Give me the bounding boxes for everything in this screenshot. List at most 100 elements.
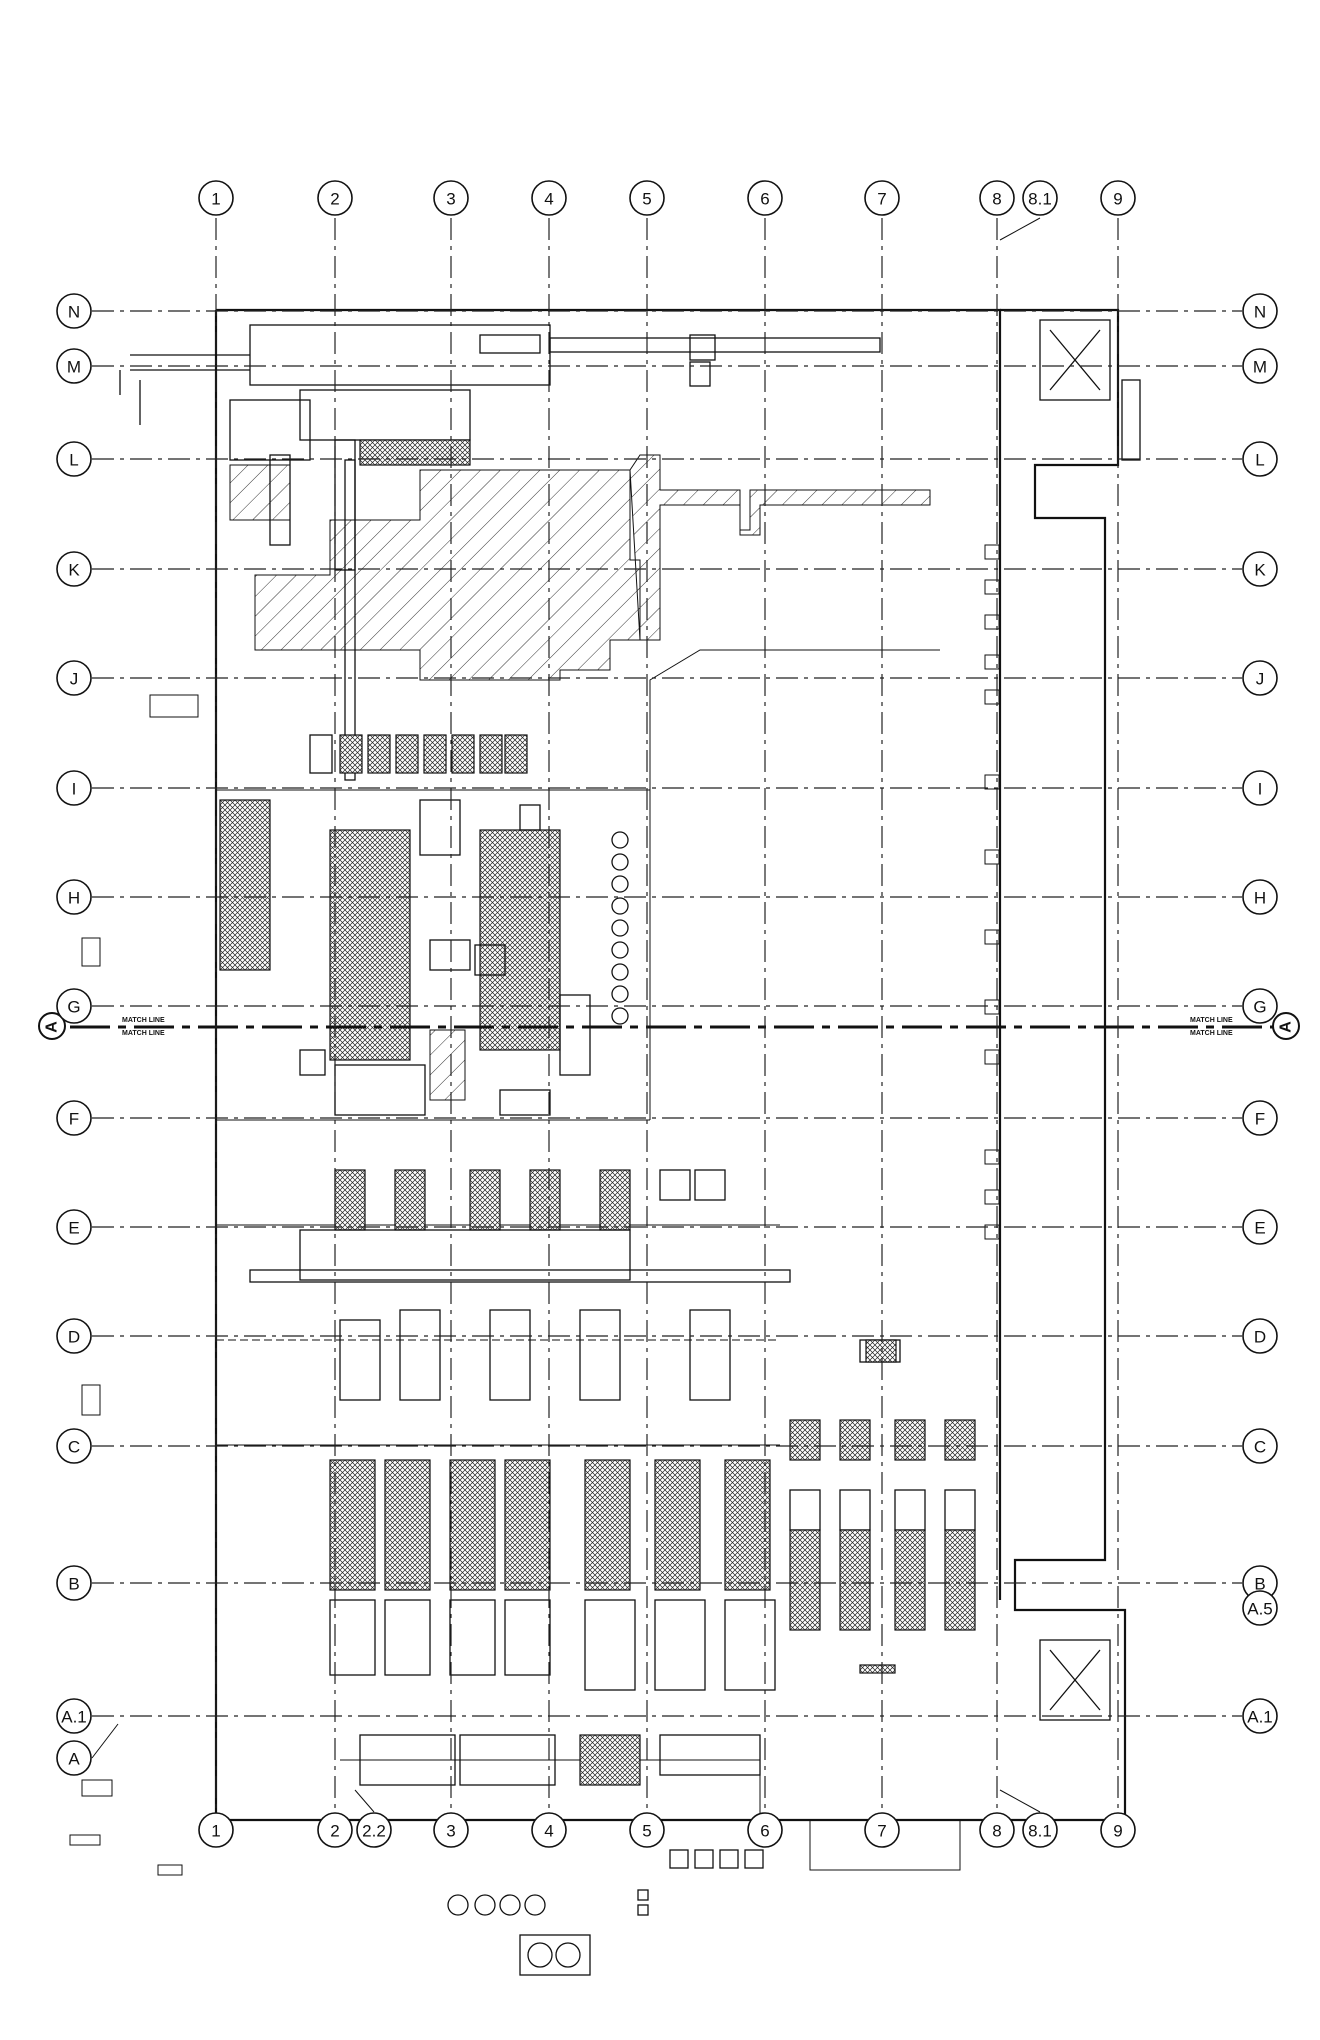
press-row-cb bbox=[329, 1339, 976, 1691]
col-bubble-top-3-label: 3 bbox=[446, 190, 455, 209]
row-bubble-right-M-label: M bbox=[1253, 358, 1267, 377]
row-bubble-right-A.1-label: A.1 bbox=[1247, 1708, 1273, 1727]
row-bubble-right-C-label: C bbox=[1254, 1438, 1266, 1457]
col-bubble-bottom-5: 5 bbox=[629, 1812, 665, 1848]
row-bubble-left-A.1: A.1 bbox=[56, 1698, 92, 1734]
col-bubble-top-1-label: 1 bbox=[211, 190, 220, 209]
col-bubble-top-1: 1 bbox=[198, 180, 234, 216]
match-line-label-right-2: MATCH LINE bbox=[1190, 1030, 1233, 1037]
col-bubble-top-9: 9 bbox=[1100, 180, 1136, 216]
col-bubble-bottom-4-label: 4 bbox=[544, 1822, 553, 1841]
process-cells-hg bbox=[219, 799, 629, 1116]
row-bubble-right-N: N bbox=[1242, 293, 1278, 329]
row-bubble-left-A: A bbox=[56, 1740, 92, 1776]
row-bubble-left-C-label: C bbox=[68, 1438, 80, 1457]
svg-text:A: A bbox=[1278, 1021, 1295, 1033]
row-bubble-left-A.1-label: A.1 bbox=[61, 1708, 87, 1727]
col-bubble-top-7-label: 7 bbox=[877, 190, 886, 209]
col-bubble-top-8-label: 8 bbox=[992, 190, 1001, 209]
row-bubble-left-M-label: M bbox=[67, 358, 81, 377]
grid-lines bbox=[91, 217, 1242, 1813]
col-bubble-top-4-label: 4 bbox=[544, 190, 553, 209]
row-bubble-left-K-label: K bbox=[68, 561, 80, 580]
row-bubble-right-D-label: D bbox=[1254, 1328, 1266, 1347]
col-bubble-top-8: 8 bbox=[979, 180, 1015, 216]
row-bubbles-right: N M L K J I H G F E D C B A.5A.1 bbox=[1242, 293, 1278, 1734]
row-bubble-left-E-label: E bbox=[68, 1219, 79, 1238]
col-bubble-top-5-label: 5 bbox=[642, 190, 651, 209]
row-bubble-right-E: E bbox=[1242, 1209, 1278, 1245]
row-bubble-right-D: D bbox=[1242, 1318, 1278, 1354]
col-bubble-bottom-6-label: 6 bbox=[760, 1822, 769, 1841]
row-bubble-left-I-label: I bbox=[72, 780, 77, 799]
col-bubble-bottom-8.1: 8.1 bbox=[1022, 1812, 1058, 1848]
row-bubble-right-A.1: A.1 bbox=[1242, 1698, 1278, 1734]
row-bubble-left-F: F bbox=[56, 1100, 92, 1136]
row-bubble-left-A-label: A bbox=[68, 1750, 80, 1769]
col-bubble-bottom-3-label: 3 bbox=[446, 1822, 455, 1841]
row-bubble-left-F-label: F bbox=[69, 1110, 79, 1129]
row-bubble-right-C: C bbox=[1242, 1428, 1278, 1464]
row-bubble-left-J-label: J bbox=[70, 670, 79, 689]
row-bubble-right-F-label: F bbox=[1255, 1110, 1265, 1129]
row-bubble-left-E: E bbox=[56, 1209, 92, 1245]
col-bubble-bottom-9-label: 9 bbox=[1113, 1822, 1122, 1841]
leader-row-A bbox=[91, 1723, 119, 1759]
col-bubble-top-2-label: 2 bbox=[330, 190, 339, 209]
col-bubble-top-4: 4 bbox=[531, 180, 567, 216]
row-bubble-left-I: I bbox=[56, 770, 92, 806]
row-bubble-right-A.5-label: A.5 bbox=[1247, 1600, 1273, 1619]
row-bubble-right-B-label: B bbox=[1254, 1575, 1265, 1594]
row-bubble-left-C: C bbox=[56, 1428, 92, 1464]
col-bubble-top-2: 2 bbox=[317, 180, 353, 216]
col-bubble-bottom-7: 7 bbox=[864, 1812, 900, 1848]
match-line-label-left-1: MATCH LINE bbox=[122, 1017, 165, 1024]
conveyor-lines-top bbox=[119, 324, 881, 781]
row-bubble-right-G: G bbox=[1242, 988, 1278, 1024]
match-line-label-left-2: MATCH LINE bbox=[122, 1030, 165, 1037]
row-bubble-left-G: G bbox=[56, 988, 92, 1024]
row-bubble-left-B: B bbox=[56, 1565, 92, 1601]
col-bubble-bottom-7-label: 7 bbox=[877, 1822, 886, 1841]
hatched-zones bbox=[229, 454, 931, 1101]
row-bubble-left-K: K bbox=[56, 551, 92, 587]
col-bubble-bottom-1: 1 bbox=[198, 1812, 234, 1848]
row-bubble-left-N-label: N bbox=[68, 303, 80, 322]
col-bubble-bottom-5-label: 5 bbox=[642, 1822, 651, 1841]
leader-col-8.1-top bbox=[999, 217, 1041, 241]
row-bubble-left-D-label: D bbox=[68, 1328, 80, 1347]
row-bubble-right-H: H bbox=[1242, 879, 1278, 915]
column-bubbles-bottom: 1 2 2.2 3 4 5 6 7 8 8.1 9 bbox=[198, 1812, 1136, 1848]
row-bubbles-left: N M L K J I H G F E D C B A.1A bbox=[56, 293, 92, 1776]
unit-row-i bbox=[309, 734, 528, 774]
col-bubble-top-6: 6 bbox=[747, 180, 783, 216]
row-bubble-right-E-label: E bbox=[1254, 1219, 1265, 1238]
row-bubble-left-L-label: L bbox=[69, 451, 78, 470]
col-bubble-bottom-8-label: 8 bbox=[992, 1822, 1001, 1841]
row-bubble-left-H: H bbox=[56, 879, 92, 915]
col-bubble-bottom-8.1-label: 8.1 bbox=[1028, 1822, 1052, 1841]
row-bubble-left-L: L bbox=[56, 441, 92, 477]
svg-text:A: A bbox=[44, 1021, 61, 1033]
match-line: MATCH LINE MATCH LINE MATCH LINE MATCH L… bbox=[38, 1012, 1300, 1040]
col-bubble-top-5: 5 bbox=[629, 180, 665, 216]
row-bubble-right-L: L bbox=[1242, 441, 1278, 477]
row-bubble-right-H-label: H bbox=[1254, 889, 1266, 908]
row-bubble-left-D: D bbox=[56, 1318, 92, 1354]
row-bubble-right-I: I bbox=[1242, 770, 1278, 806]
leader-col-2.2-bottom bbox=[354, 1789, 375, 1813]
col-bubble-bottom-9: 9 bbox=[1100, 1812, 1136, 1848]
leader-col-8.1-bottom bbox=[999, 1789, 1041, 1813]
col-bubble-bottom-2-label: 2 bbox=[330, 1822, 339, 1841]
col-bubble-top-9-label: 9 bbox=[1113, 190, 1122, 209]
row-bubble-right-F: F bbox=[1242, 1100, 1278, 1136]
col-bubble-bottom-4: 4 bbox=[531, 1812, 567, 1848]
row-bubble-right-K: K bbox=[1242, 551, 1278, 587]
col-bubble-bottom-2.2: 2.2 bbox=[356, 1812, 392, 1848]
row-bubble-right-I-label: I bbox=[1258, 780, 1263, 799]
row-bubble-left-N: N bbox=[56, 293, 92, 329]
row-bubble-right-K-label: K bbox=[1254, 561, 1266, 580]
row-bubble-right-J-label: J bbox=[1256, 670, 1265, 689]
